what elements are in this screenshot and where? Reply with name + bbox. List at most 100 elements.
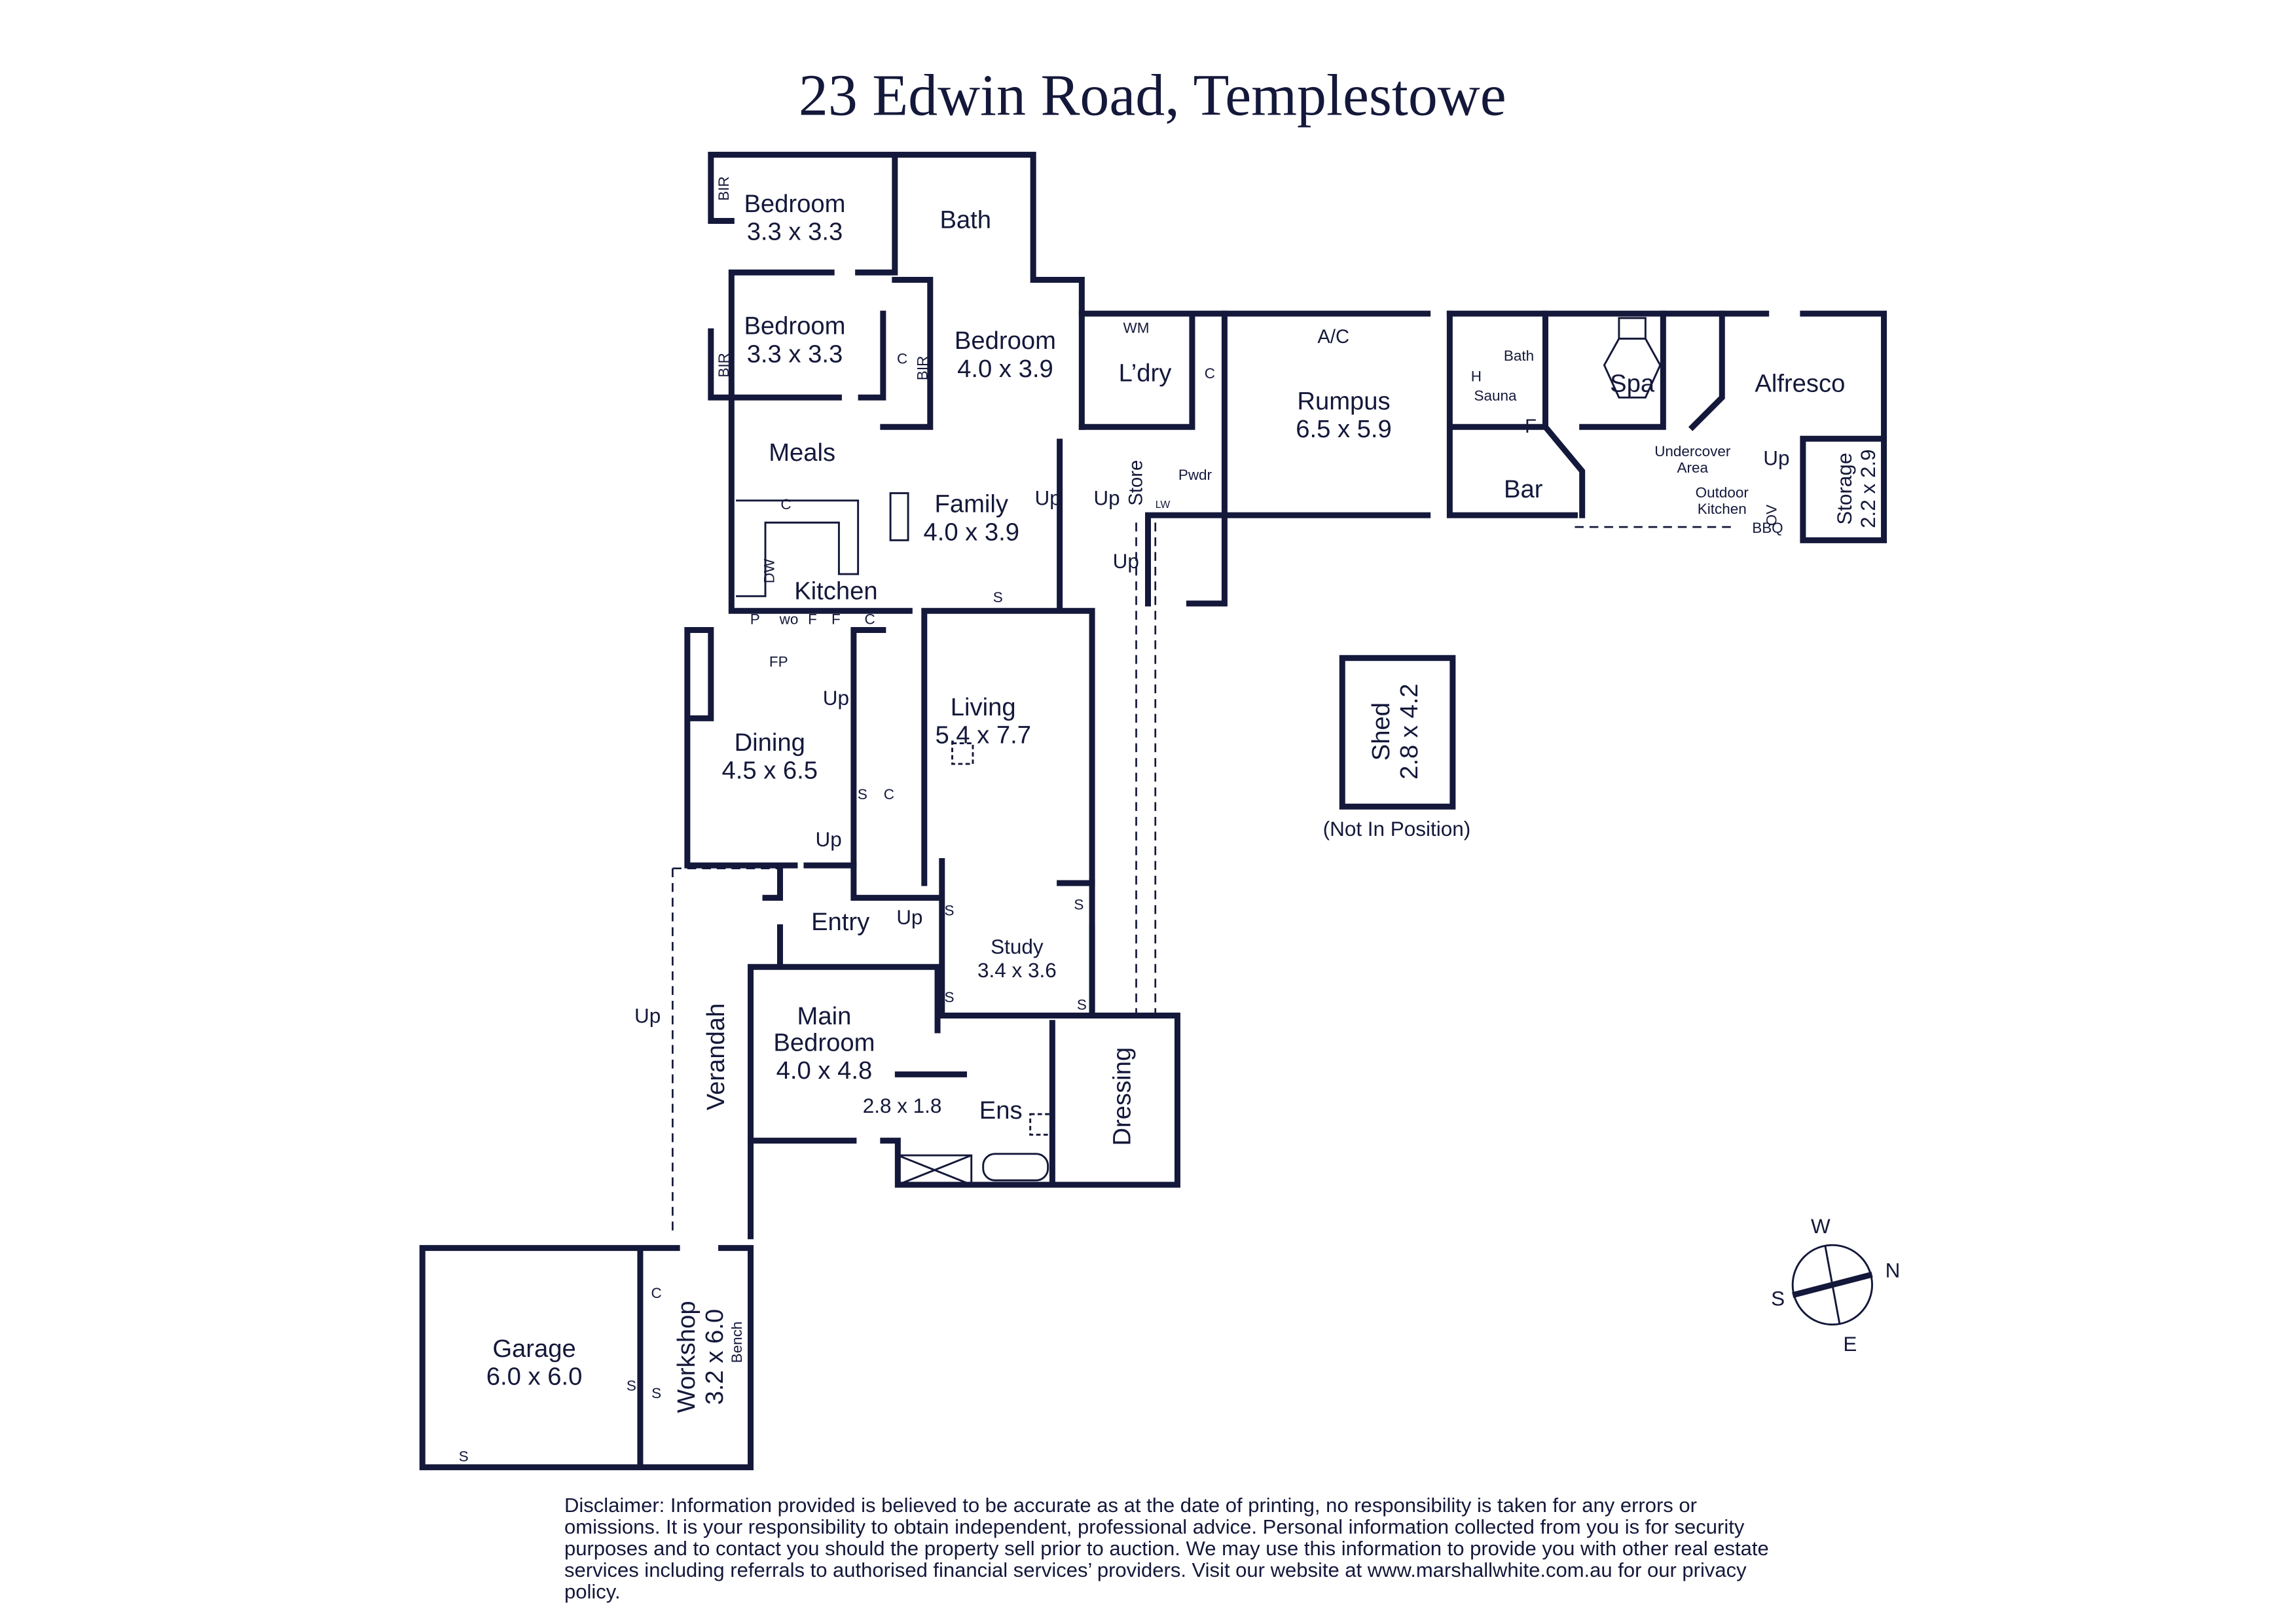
bedroom1-size: 3.3 x 3.3 [747, 218, 843, 246]
undercover-label-2: Area [1677, 460, 1709, 476]
shed-size: 2.8 x 4.2 [1395, 683, 1423, 780]
ensuite-label: Ens [979, 1096, 1023, 1125]
cupboard-label: C [1205, 365, 1215, 382]
garage-size: 6.0 x 6.0 [486, 1363, 583, 1391]
lw-label: LW [1156, 499, 1171, 511]
kitchen-label: Kitchen [794, 577, 877, 605]
storage-label: Storage [1833, 453, 1856, 525]
compass-n: N [1886, 1259, 1901, 1282]
cupboard-label: C [651, 1285, 662, 1301]
rumpus-label: Rumpus [1297, 387, 1390, 415]
bir-label: BIR [716, 353, 732, 377]
ac-label: A/C [1317, 327, 1349, 348]
disclaimer: Disclaimer: Information provided is beli… [564, 1494, 1769, 1603]
compass-s: S [1771, 1287, 1785, 1310]
up-label: Up [1093, 486, 1120, 509]
bir-label: BIR [914, 356, 930, 380]
fireplace-label: FP [769, 654, 788, 670]
workshop-label: Workshop [672, 1301, 701, 1413]
study-size: 3.4 x 3.6 [977, 959, 1057, 982]
up-label: Up [1763, 447, 1789, 470]
spa-label: Spa [1610, 369, 1655, 397]
entry-label: Entry [811, 908, 870, 936]
up-label: Up [816, 828, 842, 851]
fridge-label: F [808, 611, 817, 627]
bedroom3-size: 4.0 x 3.9 [957, 355, 1053, 383]
shelf-label: S [1077, 996, 1087, 1013]
living-size: 5.4 x 7.7 [935, 721, 1031, 749]
sauna-label: Sauna [1474, 387, 1517, 404]
fridge-label: F [1525, 416, 1537, 437]
powder-label: Pwdr [1178, 467, 1212, 483]
bedroom2-size: 3.3 x 3.3 [747, 340, 843, 368]
compass: W N S E [1771, 1215, 1900, 1356]
cooktop-label: C [780, 496, 791, 513]
undercover-label-1: Undercover [1654, 443, 1731, 460]
bench-label: Bench [729, 1322, 745, 1363]
main-bedroom-label-2: Bedroom [773, 1028, 875, 1056]
alfresco-label: Alfresco [1755, 369, 1845, 397]
page-title: 23 Edwin Road, Templestowe [799, 63, 1506, 128]
bedroom3-label: Bedroom [955, 327, 1056, 355]
up-label: Up [896, 906, 922, 929]
compass-e: E [1843, 1333, 1857, 1356]
meals-label: Meals [769, 439, 835, 467]
cupboard-label: C [864, 611, 875, 627]
garage-label: Garage [492, 1335, 575, 1363]
shed-note: (Not In Position) [1323, 818, 1471, 840]
pantry-label: P [750, 611, 760, 627]
bedroom2-label: Bedroom [744, 312, 845, 340]
shed-label: Shed [1367, 702, 1395, 761]
living-label: Living [951, 693, 1016, 721]
outdoor-kitchen-label-1: Outdoor [1696, 484, 1749, 501]
fixture-labels: BIR BIR BIR C C WM C DW P wo F F C FP S … [459, 176, 1790, 1464]
up-label: Up [634, 1005, 661, 1028]
walls [419, 151, 1887, 1471]
bir-label: BIR [716, 176, 732, 200]
heater-label: H [1471, 369, 1482, 385]
cupboard-label: C [897, 351, 907, 367]
shelf-label: S [945, 903, 955, 919]
shelf-label: S [1074, 897, 1084, 913]
up-label: Up [1113, 550, 1139, 573]
rumpus-size: 6.5 x 5.9 [1296, 415, 1392, 443]
storage-size: 2.2 x 2.9 [1857, 449, 1880, 528]
ensuite-size: 2.8 x 1.8 [863, 1094, 942, 1117]
laundry-label: L’dry [1119, 359, 1173, 387]
up-label: Up [1035, 486, 1061, 509]
bedroom1-label: Bedroom [744, 190, 845, 218]
main-bedroom-size: 4.0 x 4.8 [776, 1056, 873, 1085]
outdoor-bath-label: Bath [1504, 348, 1534, 364]
dashed-lines [672, 522, 1737, 1236]
fridge-label: F [831, 611, 841, 627]
dressing-label: Dressing [1108, 1047, 1137, 1146]
family-label: Family [934, 490, 1008, 518]
details [736, 317, 1662, 1186]
family-size: 4.0 x 3.9 [923, 518, 1019, 546]
bath-label: Bath [939, 206, 991, 234]
shelf-label: S [651, 1385, 661, 1401]
workshop-size: 3.2 x 6.0 [701, 1309, 729, 1405]
dining-label: Dining [735, 729, 805, 757]
shelf-label: S [993, 589, 1003, 605]
shelf-label: S [858, 786, 867, 802]
compass-w: W [1811, 1215, 1831, 1238]
up-label: Up [823, 687, 849, 710]
room-labels: Bedroom 3.3 x 3.3 Bedroom 3.3 x 3.3 Bath… [486, 190, 1880, 1413]
bbq-label: BBQ [1752, 520, 1783, 536]
main-bedroom-label-1: Main [797, 1002, 852, 1030]
store-label: Store [1126, 460, 1147, 506]
wo-label: wo [779, 611, 799, 627]
oven-label: OV [1763, 505, 1779, 526]
shelf-label: S [945, 989, 955, 1005]
cupboard-label: C [884, 786, 894, 802]
outdoor-kitchen-label-2: Kitchen [1698, 501, 1747, 517]
shelf-label: S [459, 1449, 469, 1465]
bar-label: Bar [1504, 475, 1543, 503]
dw-label: DW [761, 558, 777, 583]
dining-size: 4.5 x 6.5 [721, 757, 818, 785]
study-label: Study [991, 935, 1044, 958]
verandah-label: Verandah [702, 1003, 730, 1111]
wm-label: WM [1123, 319, 1150, 336]
